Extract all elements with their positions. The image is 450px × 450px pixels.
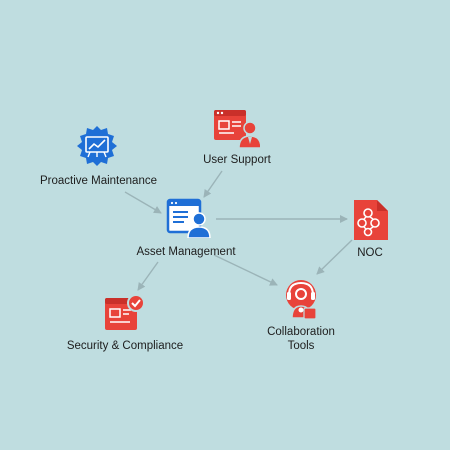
node-label-collaboration-tools: Collaboration Tools [255,325,347,353]
node-label-asset-management: Asset Management [136,246,236,258]
network-document-icon [354,200,388,240]
edge-asset-to-security [137,261,159,291]
node-label-collaboration-line1: Collaboration [267,326,335,338]
edge-support-to-asset [203,170,223,198]
asset-user-screen-icon [166,198,211,238]
chart-badge-icon [77,126,117,166]
node-label-noc: NOC [357,247,383,259]
compliance-check-icon [105,294,145,330]
node-label-user-support: User Support [203,154,271,166]
support-agent-icon [214,110,260,148]
node-label-security-compliance: Security & Compliance [66,340,184,352]
node-label-proactive-maintenance: Proactive Maintenance [40,175,157,187]
node-label-collaboration-line2: Tools [287,340,315,352]
edge-asset-to-collab [213,254,278,286]
edge-noc-to-collab [316,239,353,275]
collaboration-headset-icon [286,280,317,320]
edge-proactive-to-asset [124,191,162,214]
